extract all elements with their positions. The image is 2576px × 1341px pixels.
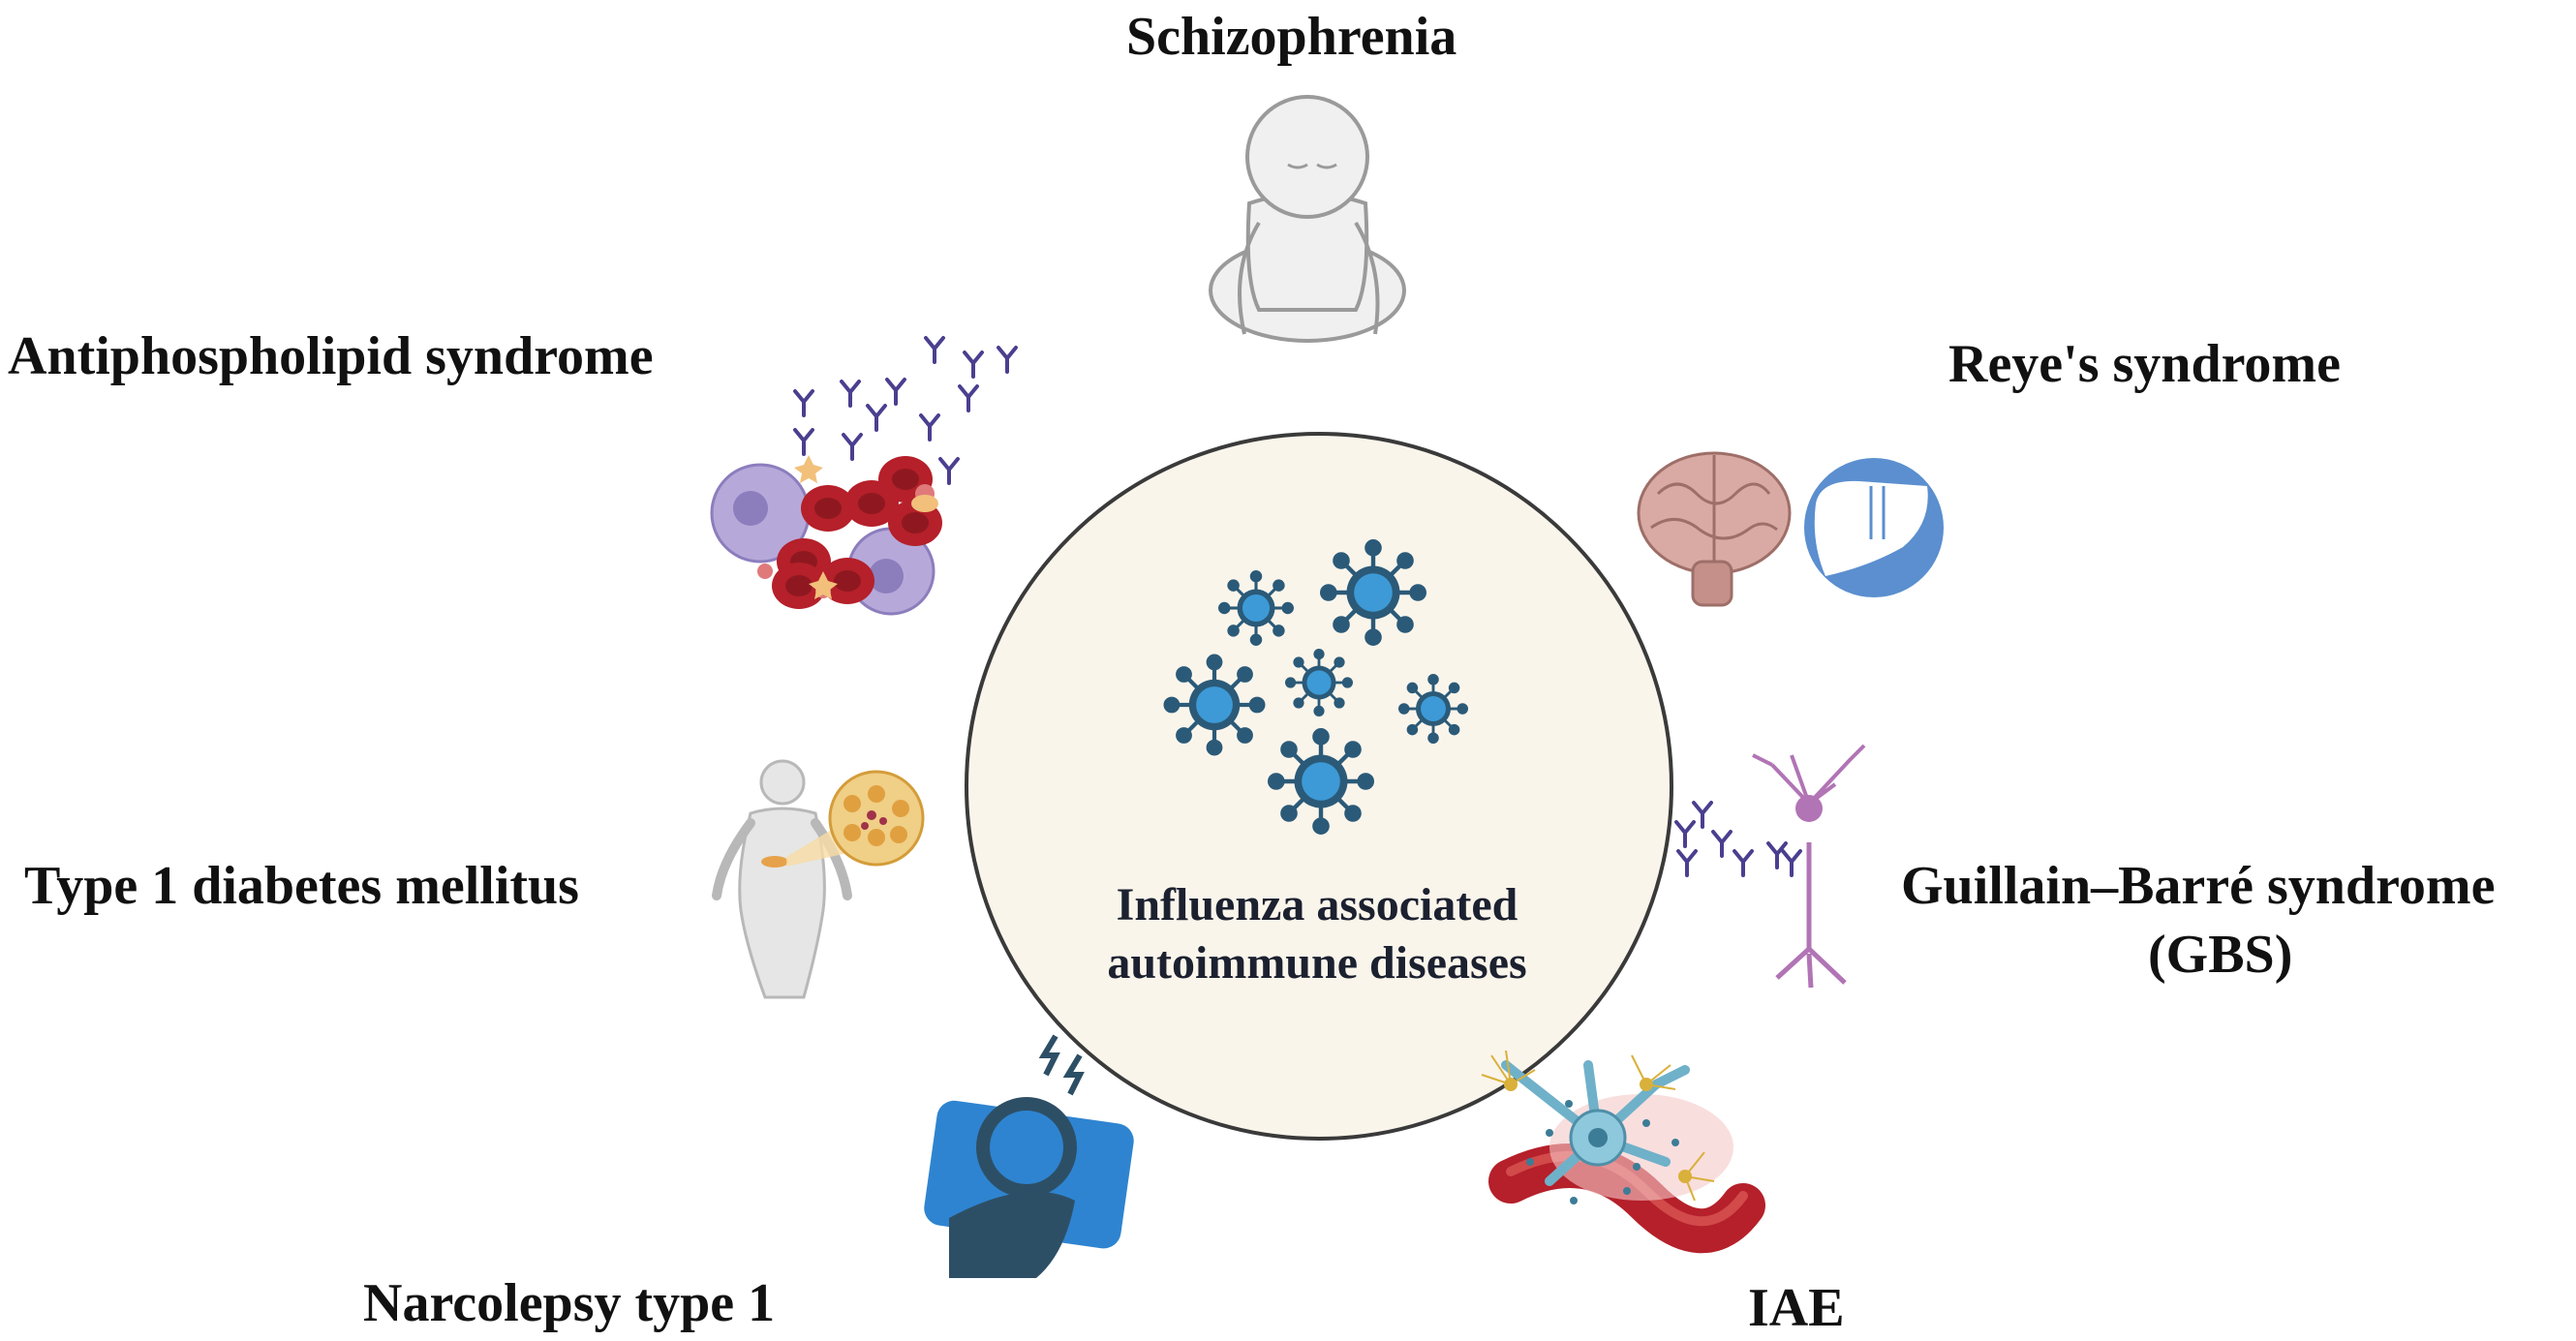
label-antiphospholipid-syndrome: Antiphospholipid syndrome bbox=[8, 326, 654, 386]
neuron-antibodies-icon bbox=[1674, 744, 1866, 989]
center-title: Influenza associated autoimmune diseases bbox=[1085, 876, 1549, 992]
label-iae: IAE bbox=[1748, 1278, 1845, 1338]
center-title-line1: Influenza associated bbox=[1116, 879, 1518, 930]
center-title-line2: autoimmune diseases bbox=[1107, 937, 1527, 989]
label-narcolepsy: Narcolepsy type 1 bbox=[363, 1273, 776, 1333]
label-gbs: Guillain–Barré syndrome bbox=[1901, 856, 2496, 916]
brain-icon bbox=[1637, 451, 1792, 607]
label-type1-diabetes: Type 1 diabetes mellitus bbox=[24, 856, 579, 916]
baby-icon bbox=[1209, 95, 1406, 343]
neuron-vessel-icon bbox=[1481, 1050, 1765, 1254]
liver-icon bbox=[1804, 458, 1944, 597]
body-pancreas-icon bbox=[712, 759, 925, 999]
narcolepsy-head-icon bbox=[924, 1034, 1134, 1278]
label-gbs-abbrev: (GBS) bbox=[2148, 925, 2293, 985]
label-reyes-syndrome: Reye's syndrome bbox=[1948, 334, 2341, 394]
blood-cells-antibodies-icon bbox=[710, 336, 1018, 616]
label-schizophrenia: Schizophrenia bbox=[1126, 7, 1457, 67]
